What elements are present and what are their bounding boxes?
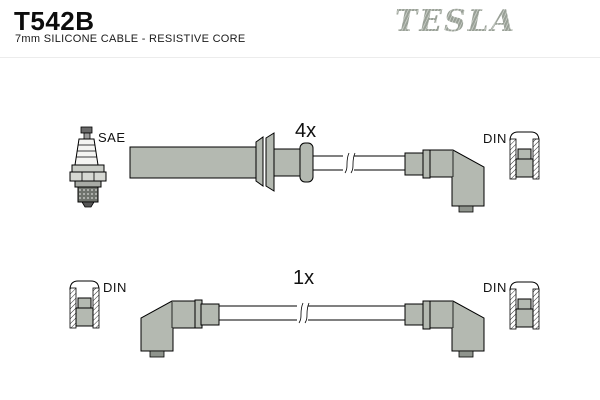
quantity-bottom: 1x — [293, 267, 314, 289]
tesla-logo: TESLA — [394, 4, 516, 39]
spark-plug-boot — [129, 132, 314, 192]
din-terminal-icon-bottom-left — [69, 280, 100, 329]
spark-plug-icon — [69, 126, 107, 208]
din-label-top: DIN — [483, 131, 507, 146]
sae-label: SAE — [98, 130, 126, 145]
subtitle: 7mm SILICONE CABLE - RESISTIVE CORE — [15, 33, 246, 45]
header-divider — [0, 57, 600, 58]
distributor-boot-top — [404, 149, 485, 213]
din-label-bottom-right: DIN — [483, 280, 507, 295]
quantity-top: 4x — [295, 120, 316, 142]
cable-bottom — [218, 302, 406, 324]
din-label-bottom-left: DIN — [103, 280, 127, 295]
distributor-boot-bottom-left — [140, 299, 220, 358]
din-terminal-icon-top — [509, 131, 540, 180]
distributor-boot-bottom-right — [404, 300, 485, 358]
cable-top — [312, 152, 406, 174]
part-number: T542B — [14, 6, 95, 36]
din-terminal-icon-bottom-right — [509, 281, 540, 330]
